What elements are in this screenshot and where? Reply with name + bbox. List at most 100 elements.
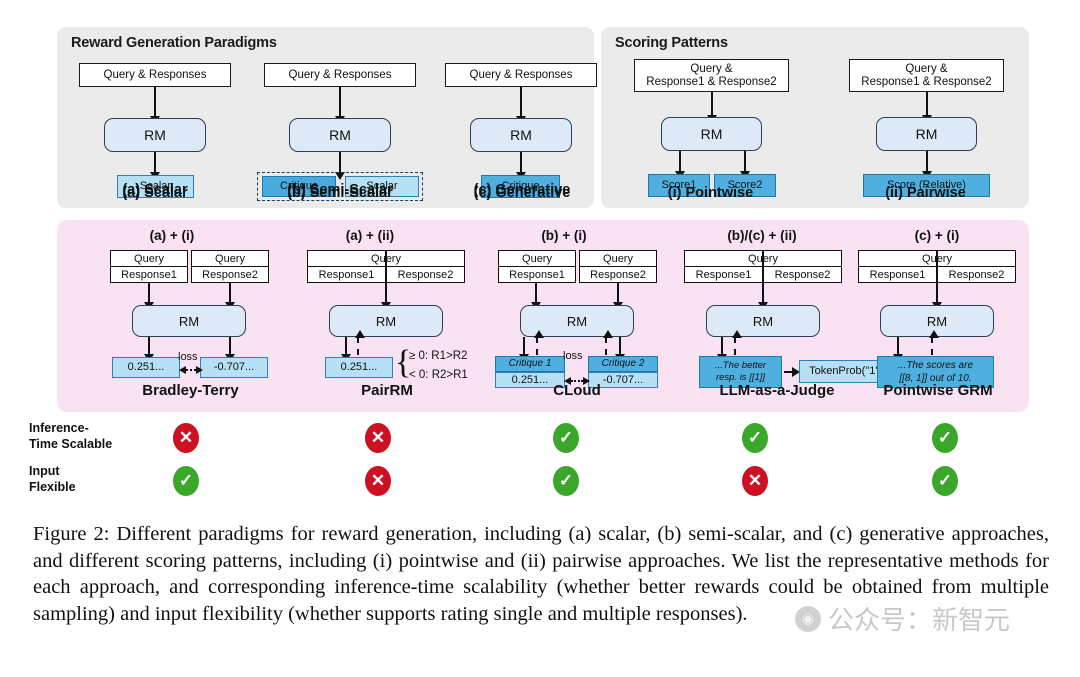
row-label-inference-time-scalable: Inference- Time Scalable [29, 421, 139, 452]
input-box-pointwise: Query & Response1 & Response2 [634, 59, 789, 92]
arrow-rm-to-score1 [675, 151, 685, 179]
response2-box-cloud: Response2 [579, 266, 657, 283]
brace-pairrm: { [395, 344, 412, 381]
arrow-pairrm-rm-to-out [341, 337, 351, 362]
output-box-critique-semi: Critique [262, 176, 336, 197]
arrow-bt-right-to-rm [225, 283, 235, 310]
arrow-bt-rm-to-out-right [225, 337, 235, 362]
rm-box-generative: RM [470, 118, 572, 152]
row-label-input-flexible: Input Flexible [29, 464, 139, 495]
output-box-critique-gen: Critique [481, 175, 560, 198]
response2-box-grm: Response2 [937, 266, 1016, 283]
row-label-line1-0: Inference- [29, 421, 89, 435]
arrow-grm-feedback [929, 330, 939, 355]
response2-box-pairrm: Response2 [386, 266, 465, 283]
mark-inference-cloud: ✓ [553, 423, 579, 453]
rm-box-pointwise: RM [661, 117, 762, 151]
output-box-score1: Score1 [648, 174, 710, 197]
label-c-generative: (c) Generative [473, 185, 571, 201]
arrow-llm-judge-rm-to-out [717, 337, 727, 362]
arrow-cloud-feedback-right [603, 330, 613, 355]
input-box-generative: Query & Responses [445, 63, 597, 87]
panel-title-scoring: Scoring Patterns [615, 35, 728, 51]
output-box-bt-left: 0.251... [112, 357, 180, 378]
rm-box-bradley-terry: RM [132, 305, 246, 337]
figure-caption: Figure 2: Different paradigms for reward… [33, 523, 1049, 625]
loss-arrow-bt [179, 366, 203, 374]
rm-box-llm-judge: RM [706, 305, 820, 337]
arrow-input-to-rm-i [707, 92, 717, 123]
query-box-bt-left: Query [110, 250, 188, 267]
scores-line2: [[8, 1]] out of 10. [899, 373, 972, 384]
response1-box-llm-judge: Response1 [684, 266, 763, 283]
caption-semi-scalar: (b) Semi-Scalar [287, 182, 393, 198]
input-box-scalar: Query & Responses [79, 63, 231, 87]
arrow-rm-to-output-c [516, 152, 526, 180]
arrow-pairrm-feedback [355, 330, 365, 355]
caption-scalar: (a) Scalar [122, 182, 188, 198]
output-box-scalar: Scalar [117, 175, 194, 198]
arrow-rm-to-output-a [150, 152, 160, 180]
combo-title-cloud: (b) + (i) [541, 228, 587, 243]
mark-flexible-bradley-terry: ✓ [173, 466, 199, 496]
output-box-cloud-right: -0.707... [588, 372, 658, 388]
arrow-pairrm-input-to-rm [381, 250, 391, 310]
rm-box-pairrm: RM [329, 305, 443, 337]
rm-box-semi-scalar: RM [289, 118, 391, 152]
output-box-pairrm: 0.251... [325, 357, 393, 378]
input-box-pairwise: Query & Response1 & Response2 [849, 59, 1004, 92]
mark-inference-pairrm: ✕ [365, 423, 391, 453]
method-name-pointwise-grm: Pointwise GRM [883, 382, 993, 399]
response2-box-bt: Response2 [191, 266, 269, 283]
arrow-grm-input-to-rm [932, 250, 942, 310]
arrow-cloud-feedback-left [534, 330, 544, 355]
response1-box-grm: Response1 [858, 266, 937, 283]
arrow-rm-to-score2 [740, 151, 750, 179]
label-b-semi-scalar: (b) Semi-Scalar [287, 185, 393, 201]
judgement-box-llm-judge: ...The better resp. is [[1]] [699, 356, 782, 388]
arrow-input-to-rm-ii [922, 92, 932, 123]
output-box-bt-right: -0.707... [200, 357, 268, 378]
output-box-scalar-semi: Scalar [345, 176, 419, 197]
combo-title-pointwise-grm: (c) + (i) [914, 228, 960, 243]
combo-title-bradley-terry: (a) + (i) [149, 228, 195, 243]
arrow-judgement-to-tokenprob [784, 367, 800, 377]
query-box-cloud-left: Query [498, 250, 576, 267]
response1-box-bt: Response1 [110, 266, 188, 283]
mark-inference-bradley-terry: ✕ [173, 423, 199, 453]
label-ii-pairwise: (ii) Pairwise [885, 185, 966, 201]
arrow-cloud-rm-to-crit2 [615, 337, 625, 362]
loss-label-cloud: loss [563, 350, 583, 362]
rm-box-scalar: RM [104, 118, 206, 152]
input-line1-pairwise: Query & [905, 62, 948, 75]
critique1-box-cloud: Critique 1 [495, 356, 565, 372]
input-line2-pointwise: Response1 & Response2 [646, 75, 777, 88]
arrow-rm-to-output-b [335, 152, 345, 180]
method-name-llm-judge: LLM-as-a-Judge [719, 382, 835, 399]
panel-title-paradigms: Reward Generation Paradigms [71, 35, 277, 51]
row-label-line2-0: Time Scalable [29, 436, 113, 451]
output-box-score-relative: Score (Relative) [863, 174, 990, 197]
scores-line1: ...The scores are [897, 360, 974, 371]
row-label-line2-1: Flexible [29, 479, 76, 494]
label-i-pointwise: (i) Pointwise [667, 185, 754, 201]
query-box-bt-right: Query [191, 250, 269, 267]
arrow-cloud-rm-to-crit1 [519, 337, 529, 362]
arrow-grm-rm-to-out [893, 337, 903, 362]
response2-box-llm-judge: Response2 [763, 266, 842, 283]
row-label-line1-1: Input [29, 464, 60, 478]
arrow-cloud-left-to-rm [531, 283, 541, 310]
rule-bottom-pairrm: < 0: R2>R1 [409, 369, 468, 381]
query-box-cloud-right: Query [579, 250, 657, 267]
output-box-score2: Score2 [714, 174, 776, 197]
mark-inference-llm-judge: ✓ [742, 423, 768, 453]
response1-box-pairrm: Response1 [307, 266, 386, 283]
dashed-group-semi-scalar [257, 172, 423, 201]
input-box-semi-scalar: Query & Responses [264, 63, 416, 87]
combo-title-llm-judge: (b)/(c) + (ii) [727, 228, 797, 243]
arrow-llm-judge-feedback [732, 330, 742, 355]
loss-label-bt: loss [178, 351, 198, 363]
arrow-input-to-rm-b [335, 87, 345, 124]
arrow-rm-to-score-rel [922, 151, 932, 179]
